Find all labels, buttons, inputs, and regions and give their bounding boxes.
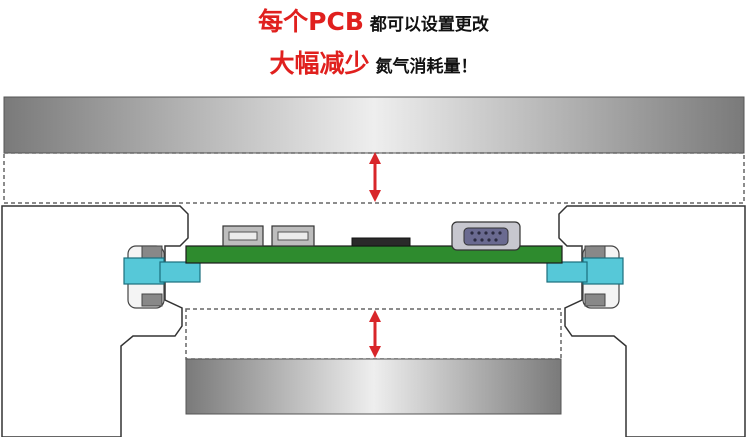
left-clamp — [123, 245, 201, 309]
right-clamp — [546, 245, 624, 309]
ic-chip — [351, 237, 411, 247]
top-plate — [3, 96, 745, 154]
usb-port-2 — [271, 225, 315, 247]
headline-1-emphasis: 每个PCB — [258, 7, 364, 36]
left-frame — [1, 205, 189, 437]
vga-connector — [451, 221, 521, 251]
headline-1-text: 都可以设置更改 — [363, 15, 489, 35]
headline-2-text: 氮气消耗量！ — [369, 57, 478, 77]
right-frame — [558, 205, 746, 437]
top-dashed-range — [3, 152, 745, 204]
headline-2: 大幅减少 氮气消耗量！ — [0, 44, 747, 80]
bottom-plate — [185, 358, 562, 415]
headline-2-emphasis: 大幅减少 — [269, 49, 370, 78]
usb-port-1 — [222, 225, 264, 247]
headline-1: 每个PCB 都可以设置更改 — [0, 2, 747, 38]
